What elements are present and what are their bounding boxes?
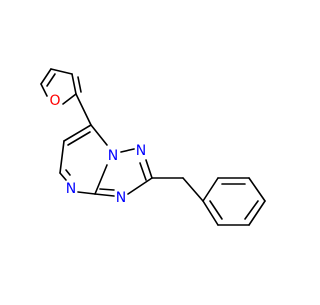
triazole-bond-n3-c3a: [94, 193, 115, 197]
furan-bond-c3-c4: [50, 68, 73, 75]
molecule-structure-canvas: O N N N N: [40, 68, 266, 226]
triazole-bond-n2-c2: [145, 159, 153, 179]
furan-bond-c2-c3: [71, 73, 77, 95]
ethyl-linker: [151, 177, 219, 202]
pyrimidine-ring: [59, 124, 108, 195]
bond-ch2-to-phenyl: [202, 177, 219, 202]
pyrimidine-double-bond-c7-c6: [67, 131, 91, 146]
pyrimidine-bond-n4-c3a: [77, 191, 96, 195]
triazole-double-bond-n3-c3a: [99, 188, 115, 191]
pyrimidine-bond-c7-n1: [90, 124, 108, 146]
pyrimidine-n-label: N: [66, 181, 76, 197]
furan-bond-c4-c5: [40, 68, 52, 85]
triazole-ring: [94, 148, 153, 197]
pyrimidine-bond-c7-c6: [63, 124, 92, 142]
bond-furan-to-pyrimidine: [75, 93, 92, 126]
triazole-bond-n1-n2: [120, 148, 135, 153]
bridgehead-nitrogen-label: N: [108, 148, 118, 164]
phenyl-double-bond-3: [244, 200, 259, 220]
triazole-double-bond-n2-c2: [139, 162, 147, 181]
bond-ch2-to-ch2: [182, 177, 204, 202]
pyrimidine-bond-c5-n4: [59, 172, 67, 181]
phenyl-ring: [202, 177, 266, 226]
furan-double-bond-c2-c3: [77, 76, 82, 93]
furan-bond-c5-o: [40, 83, 48, 97]
phenyl-bond-2: [248, 177, 266, 202]
furan-ring: [40, 68, 82, 105]
molecule-structure: O N N N N: [40, 68, 266, 226]
phenyl-bond-5: [202, 200, 219, 226]
pyrimidine-bond-c3a-n1: [94, 164, 108, 195]
pyrimidine-double-bond-c5-n4: [65, 169, 71, 176]
pyrimidine-bond-c6-c5: [59, 140, 65, 174]
triazole-n4-label: N: [116, 190, 126, 206]
furan-bond-o-c2: [62, 93, 77, 105]
atom-labels: O N N N N: [49, 93, 146, 206]
triazole-n2-label: N: [136, 143, 146, 159]
furan-double-bond-c4-c5: [46, 73, 56, 87]
phenyl-double-bond-5: [209, 200, 223, 220]
furan-oxygen-label: O: [49, 93, 60, 109]
phenyl-bond-3: [248, 200, 266, 226]
triazole-bond-c2-n3: [127, 177, 153, 195]
